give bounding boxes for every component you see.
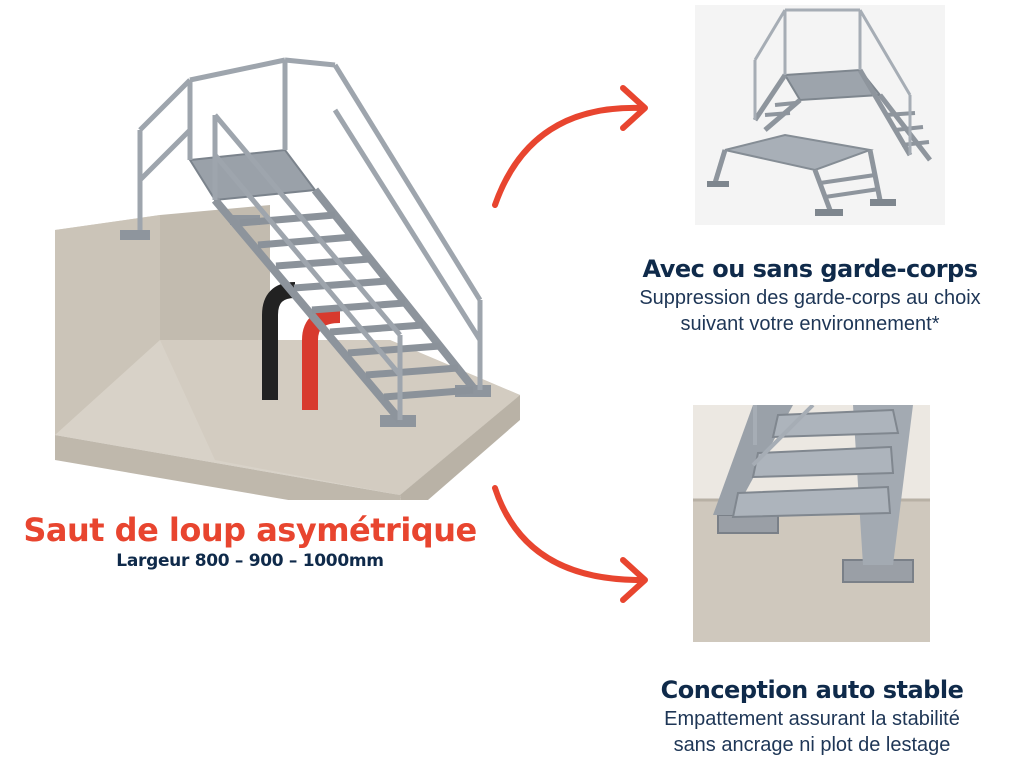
main-stair-illustration xyxy=(40,40,550,500)
feature-self-stable: Conception auto stable Empattement assur… xyxy=(602,676,1022,758)
feature-self-stable-title: Conception auto stable xyxy=(660,676,964,704)
feature-handrails-desc-2: suivant votre environnement* xyxy=(680,313,940,335)
feature-handrails: Avec ou sans garde-corps Suppression des… xyxy=(600,255,1020,337)
main-subtitle: Largeur 800 – 900 – 1000mm xyxy=(116,551,384,571)
feature-self-stable-desc-2: sans ancrage ni plot de lestage xyxy=(673,734,951,756)
curved-arrow-up xyxy=(480,80,660,210)
crossover-stair-photo xyxy=(695,5,945,225)
feature-self-stable-desc-1: Empattement assurant la stabilité xyxy=(664,708,960,730)
stair-base-detail-photo xyxy=(693,405,930,642)
feature-handrails-title: Avec ou sans garde-corps xyxy=(642,255,978,283)
main-title: Saut de loup asymétrique xyxy=(23,511,477,549)
feature-handrails-desc-1: Suppression des garde-corps au choix xyxy=(639,287,981,309)
curved-arrow-down xyxy=(480,480,660,610)
